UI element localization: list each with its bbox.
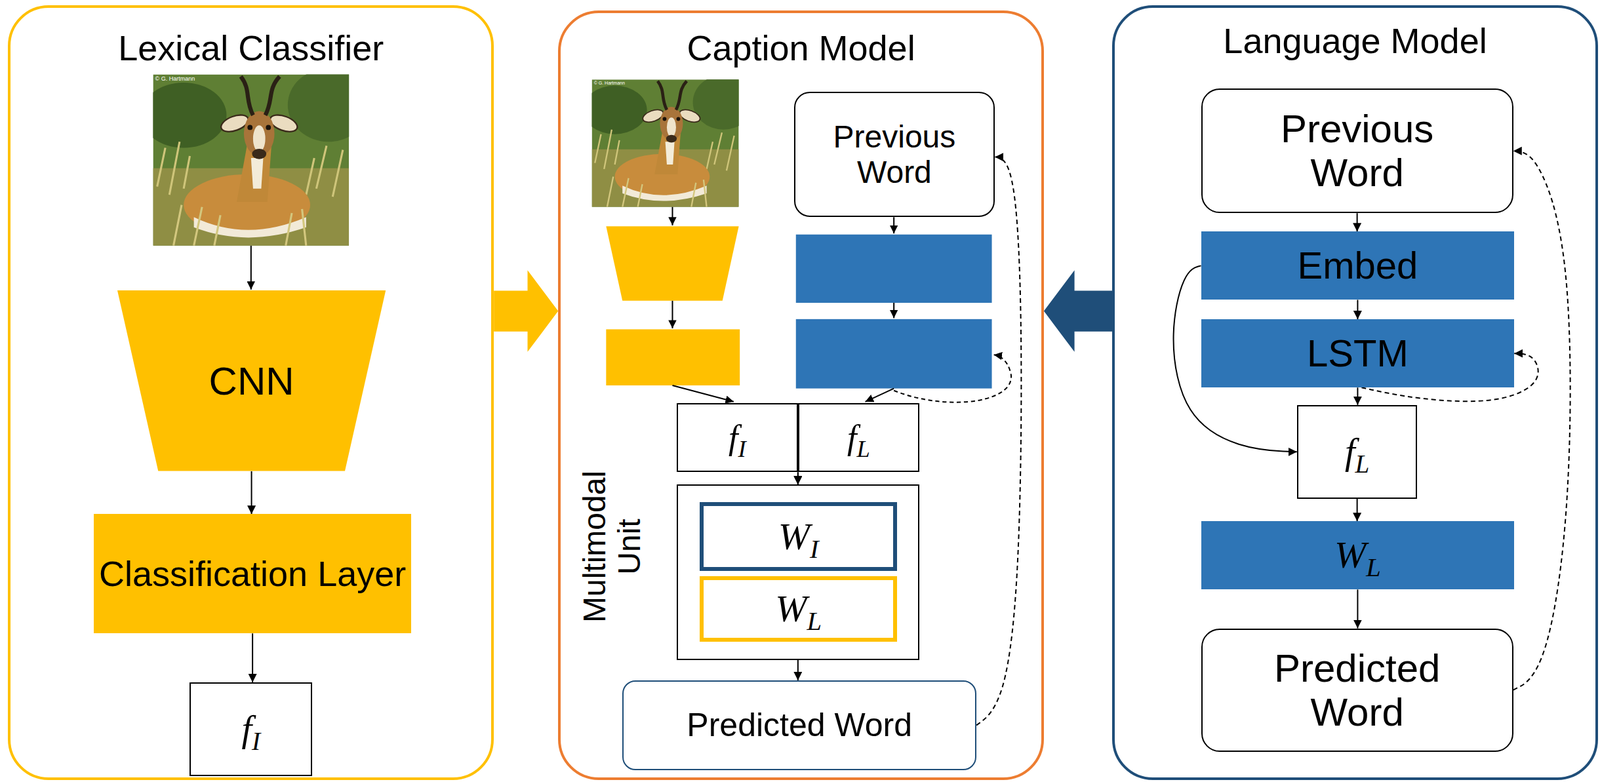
input-box: Previous Word — [1201, 88, 1514, 214]
feature-box: fI — [189, 682, 313, 777]
lstm-block — [796, 319, 993, 389]
connector — [1356, 589, 1359, 629]
lstm-box: LSTM — [1201, 319, 1515, 388]
arrow-line — [671, 207, 673, 226]
feature-box: fL — [798, 403, 920, 473]
box-label: Predicted Word — [686, 706, 913, 744]
box-label: Embed — [1297, 244, 1419, 288]
box-label: CNN — [209, 359, 295, 404]
math-label: WI — [778, 515, 820, 559]
arrow-line — [250, 245, 252, 290]
box-label: Previous Word — [795, 119, 995, 191]
panel: Previous WordfIfLWIWLMultimodal UnitPred… — [558, 10, 1044, 781]
math-subscript: L — [1365, 552, 1381, 583]
math-subscript: I — [809, 534, 820, 564]
math-symbol: W — [775, 587, 807, 631]
connector — [797, 472, 799, 485]
feedback-arrow — [1513, 150, 1571, 690]
math-symbol: f — [847, 419, 857, 457]
math-symbol: f — [728, 419, 738, 457]
math-label: fI — [728, 418, 747, 458]
arrow-line — [672, 385, 734, 402]
connector — [1356, 299, 1359, 320]
connector — [797, 472, 799, 485]
connector — [1356, 387, 1359, 405]
weight-box: WL — [1201, 521, 1515, 590]
math-label: WL — [1334, 533, 1381, 578]
antelope-photo — [582, 74, 755, 207]
math-subscript: L — [857, 436, 871, 463]
math-subscript: I — [737, 436, 746, 463]
connector — [251, 633, 254, 683]
weight-box: WL — [699, 576, 897, 642]
panel-title: Caption Model — [560, 28, 1042, 68]
watermark: © G. Hartmann — [594, 80, 625, 86]
panel-title: Lexical Classifier — [10, 28, 492, 68]
panel-title: Language Model — [1114, 20, 1596, 61]
arrow-line — [893, 302, 895, 319]
math-symbol: f — [1344, 431, 1356, 473]
math-symbol: W — [1334, 533, 1366, 577]
arrow-line — [671, 300, 673, 329]
math-subscript: L — [1355, 449, 1370, 479]
math-subscript: L — [807, 606, 823, 637]
arrow-line — [865, 388, 895, 402]
arrow-line — [893, 217, 895, 234]
feedback-arrow — [976, 157, 1021, 726]
multimodal-box: WIWLMultimodal Unit — [676, 484, 920, 661]
block-arrow — [493, 270, 559, 352]
math-label: WL — [775, 587, 822, 631]
input-box: Previous Word — [794, 91, 996, 218]
watermark: © G. Hartmann — [155, 75, 196, 82]
embed-block — [796, 234, 993, 303]
side-label: Multimodal Unit — [577, 470, 648, 623]
antelope-photo — [140, 68, 370, 246]
box-label: Classification Layer — [99, 554, 406, 594]
math-label: fL — [1344, 431, 1370, 473]
math-label: fL — [847, 418, 871, 458]
math-symbol: W — [778, 515, 810, 559]
connector — [251, 471, 253, 515]
output-box: Predicted Word — [1201, 628, 1514, 753]
cnn-trapezoid: CNN — [117, 290, 386, 471]
math-subscript: I — [251, 727, 261, 756]
trapezoid-shape — [117, 290, 386, 471]
output-box: Predicted Word — [622, 680, 977, 771]
classifier-block — [605, 329, 740, 386]
connector — [797, 660, 799, 681]
panel: CNN Classification Layer fI Lexical Classif… — [7, 5, 494, 781]
math-symbol: f — [241, 708, 252, 750]
cnn-trapezoid — [605, 226, 739, 301]
recurrent-loop — [893, 354, 1012, 402]
feature-box: fI — [676, 403, 799, 473]
panel: Previous WordEmbedLSTMfLWLPredicted Word… — [1112, 5, 1599, 781]
box-label: Previous Word — [1241, 106, 1473, 195]
box-label: Predicted Word — [1241, 646, 1473, 735]
process-box: Classification Layer — [93, 514, 412, 634]
weight-box: WI — [699, 502, 897, 572]
math-label: fI — [241, 708, 261, 751]
feature-box: fL — [1297, 405, 1418, 500]
block-arrow — [1043, 270, 1113, 352]
connector — [1356, 213, 1359, 232]
box-label: LSTM — [1306, 332, 1409, 376]
embed-box: Embed — [1201, 231, 1515, 300]
connector — [1356, 499, 1359, 522]
